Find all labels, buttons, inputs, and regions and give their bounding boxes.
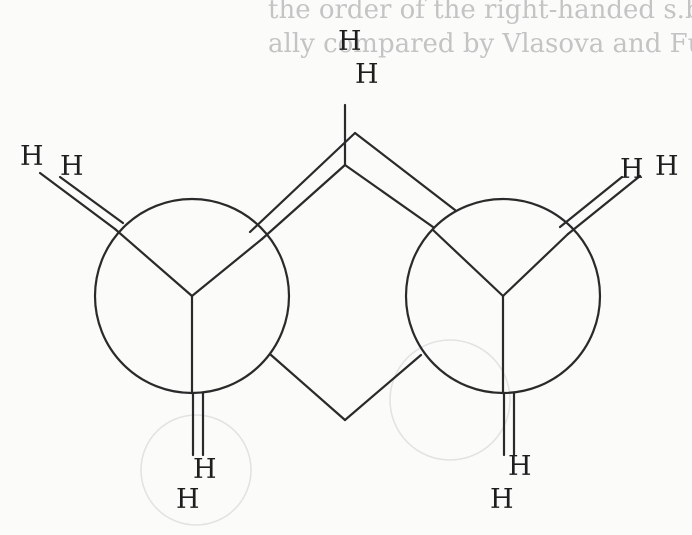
atom-label-bottom-right-outer: H (490, 484, 514, 515)
atom-label-left-inner: H (60, 151, 84, 182)
atom-label-left-outer: H (20, 141, 44, 172)
top-to-right-ring-a (343, 163, 435, 229)
bridge-double-bond-b (248, 131, 357, 234)
bleed-text-line-2: ally compared by Vlasova and Fujy .NET (268, 29, 692, 59)
left-bond-to-upper-right (190, 237, 264, 298)
ghost-circle-right (389, 339, 511, 461)
right-bond-to-upper-right (501, 232, 570, 298)
atom-label-bottom-left-outer: H (176, 484, 200, 515)
lower-bridge-left (269, 353, 347, 422)
atom-label-bottom-right-inner: H (508, 451, 532, 482)
right-double-bond-line-b (558, 175, 624, 229)
bleed-text-line-1: the order of the right-handed s.b ed (268, 0, 692, 25)
right-bond-to-upper-left (431, 228, 505, 298)
atom-label-bottom-left-inner: H (193, 454, 217, 485)
left-bond-to-upper-left (113, 227, 194, 298)
atom-label-right-outer: H (655, 151, 679, 182)
left-double-bond-line-a (38, 171, 117, 231)
lower-bridge-right (343, 353, 423, 422)
top-to-right-ring-b (353, 131, 457, 212)
atom-label-top-inner: H (355, 59, 379, 90)
atom-label-right-inner: H (620, 154, 644, 185)
right-double-bond-line-a (566, 174, 642, 236)
left-double-bond-line-b (58, 175, 125, 225)
ghost-circle-left (140, 414, 252, 526)
atom-label-top-outer: H (338, 26, 362, 57)
bridge-double-bond-a (260, 163, 347, 241)
